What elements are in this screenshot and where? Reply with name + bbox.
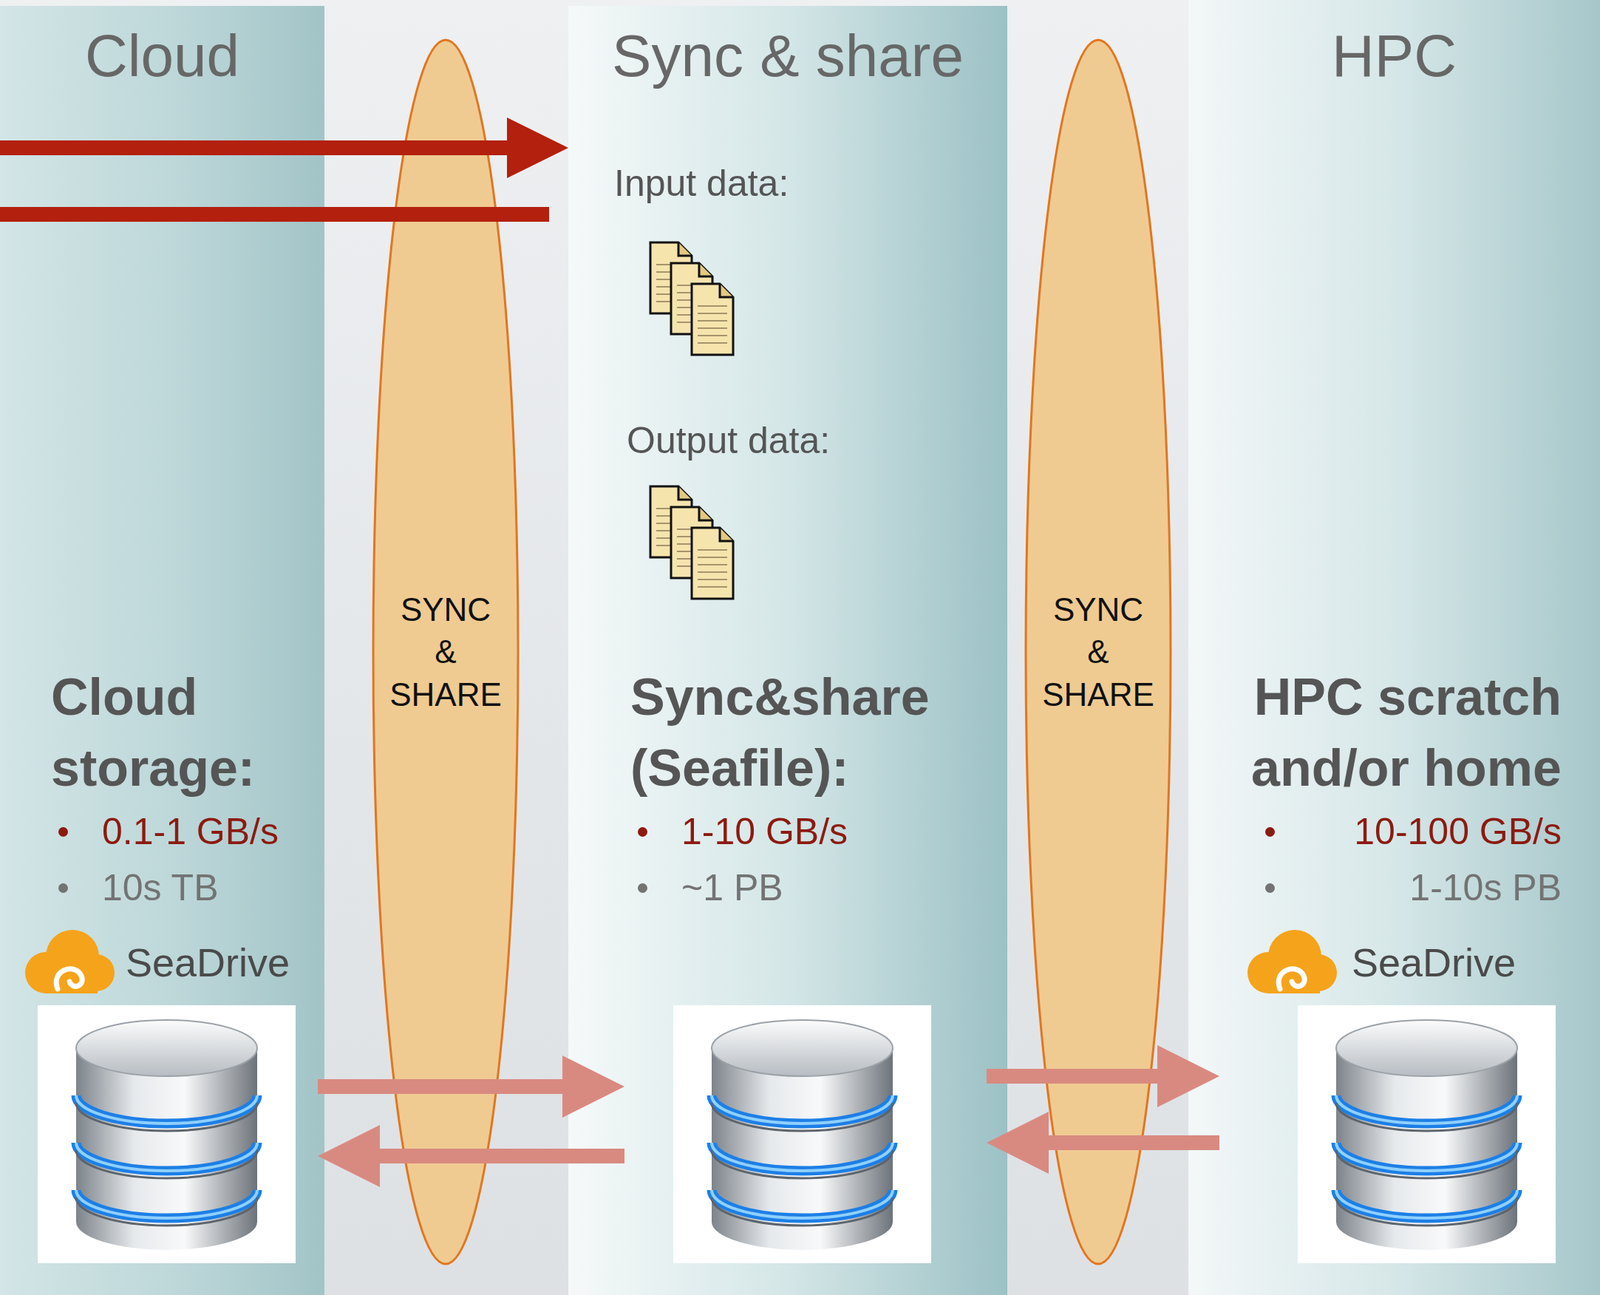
database-icon	[1297, 1005, 1556, 1264]
bandwidth-value: 10-100 GB/s	[1353, 803, 1562, 860]
capacity-value: ~1 PB	[681, 859, 784, 916]
bullet-row: 1-10s PB	[1219, 859, 1571, 916]
sync-arrow	[986, 1044, 1220, 1108]
band-text-holder: SYNC & SHARE	[1024, 38, 1173, 1266]
band-label: SYNC & SHARE	[1042, 588, 1155, 716]
database-icon	[673, 1005, 932, 1264]
storage-group: Sync&share (Seafile):1-10 GB/s~1 PB	[624, 661, 987, 1266]
section-label: Input data:	[614, 162, 789, 204]
bullet-dot	[637, 826, 648, 837]
input-line	[0, 206, 550, 222]
bandwidth-value: 0.1-1 GB/s	[101, 803, 279, 860]
document-stack	[650, 242, 734, 355]
band-ellipse	[1025, 39, 1171, 1264]
logo-wordmark: SeaDrive	[1351, 940, 1516, 985]
bullet-row: 1-10 GB/s	[624, 803, 987, 860]
label-holder: SeaDrive	[125, 938, 290, 987]
section-label: Output data:	[626, 419, 830, 462]
column-panel: CloudCloud storage:0.1-1 GB/s10s TB	[0, 5, 325, 1295]
sync-band: SYNC & SHARE	[371, 38, 520, 1266]
storage-heading: HPC scratch and/or home	[1219, 661, 1571, 804]
bullet-row: ~1 PB	[624, 859, 987, 916]
column-heading: Cloud	[0, 5, 325, 91]
label-holder: Input data:	[614, 161, 789, 206]
band-text-holder: SYNC & SHARE	[371, 38, 520, 1266]
column-panel: HPC HPC scratch and/or home10-100 GB/s1-1…	[1188, 0, 1600, 1295]
column-heading: HPC	[1188, 0, 1600, 91]
bullet-row: 0.1-1 GB/s	[14, 803, 318, 860]
label-holder: SeaDrive	[1351, 938, 1516, 987]
capacity-value: 1-10s PB	[1409, 859, 1562, 916]
bullet-row: 10-100 GB/s	[1219, 803, 1571, 860]
seadrive-logo	[1247, 929, 1337, 994]
sync-band: SYNC & SHARE	[1024, 38, 1173, 1266]
label-holder: Output data:	[626, 418, 830, 463]
band-ellipse	[373, 39, 519, 1264]
bullet-dot	[58, 883, 68, 893]
column-heading: Sync & share	[568, 5, 1008, 91]
logo-wordmark: SeaDrive	[125, 940, 290, 985]
storage-heading: Sync&share (Seafile):	[624, 661, 987, 804]
bullet-dot	[1265, 883, 1275, 893]
database-icon	[37, 1005, 296, 1264]
input-arrow	[0, 117, 569, 179]
capacity-value: 10s TB	[101, 859, 219, 916]
bandwidth-value: 1-10 GB/s	[681, 803, 848, 860]
storage-heading: Cloud storage:	[14, 661, 318, 804]
bullet-dot	[1265, 826, 1275, 837]
sync-arrow	[317, 1055, 625, 1118]
sync-arrow	[317, 1124, 625, 1187]
document-stack	[650, 486, 734, 599]
band-label: SYNC & SHARE	[389, 588, 502, 716]
bullet-dot	[58, 826, 68, 837]
bullet-dot	[637, 883, 648, 893]
bullet-row: 10s TB	[14, 859, 318, 916]
sync-arrow	[986, 1111, 1220, 1174]
seadrive-logo	[25, 929, 115, 994]
